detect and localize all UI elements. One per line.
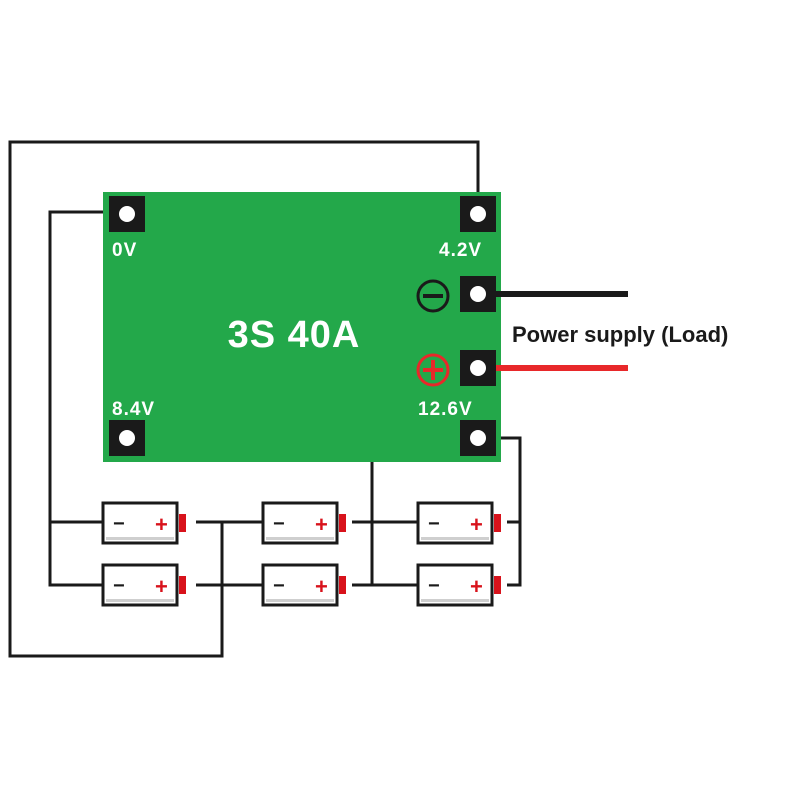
battery-positive-terminal [339, 514, 346, 532]
plus-circle-icon [416, 353, 450, 387]
battery-negative-label: − [428, 513, 440, 535]
load-label: Power supply (Load) [512, 322, 728, 347]
pad-label-4v2: 4.2V [439, 240, 482, 261]
battery-negative-label: − [428, 575, 440, 597]
battery-cell: −+ [101, 563, 186, 607]
battery-negative-label: − [273, 513, 285, 535]
battery-cell: −+ [261, 501, 346, 545]
battery-positive-terminal [179, 576, 186, 594]
battery-negative-label: − [273, 575, 285, 597]
battery-negative-label: − [113, 513, 125, 535]
pad-output-negative [460, 276, 496, 312]
pad-label-8v4: 8.4V [112, 399, 155, 420]
battery-bank: −+−+−+−+−+−+ [101, 501, 501, 607]
pad-label-12v6: 12.6V [418, 399, 473, 420]
battery-positive-label: + [155, 512, 168, 537]
pad-label-0v: 0V [112, 240, 137, 261]
battery-positive-terminal [339, 576, 346, 594]
battery-positive-terminal [179, 514, 186, 532]
bms-board [103, 192, 501, 462]
battery-positive-terminal [494, 576, 501, 594]
battery-positive-label: + [315, 512, 328, 537]
battery-cell: −+ [416, 501, 501, 545]
wire-0v-left [48, 210, 127, 587]
battery-positive-terminal [494, 514, 501, 532]
minus-circle-icon [416, 279, 450, 313]
pad-output-positive [460, 350, 496, 386]
battery-negative-label: − [113, 575, 125, 597]
battery-cell: −+ [416, 563, 501, 607]
battery-positive-label: + [470, 512, 483, 537]
board-title: 3S 40A [228, 314, 361, 356]
battery-positive-label: + [315, 574, 328, 599]
pad-0v [109, 196, 145, 232]
battery-cell: −+ [101, 501, 186, 545]
battery-positive-label: + [470, 574, 483, 599]
pad-4v2 [460, 196, 496, 232]
battery-positive-label: + [155, 574, 168, 599]
battery-cell: −+ [261, 563, 346, 607]
pad-8v4 [109, 420, 145, 456]
pad-12v6 [460, 420, 496, 456]
